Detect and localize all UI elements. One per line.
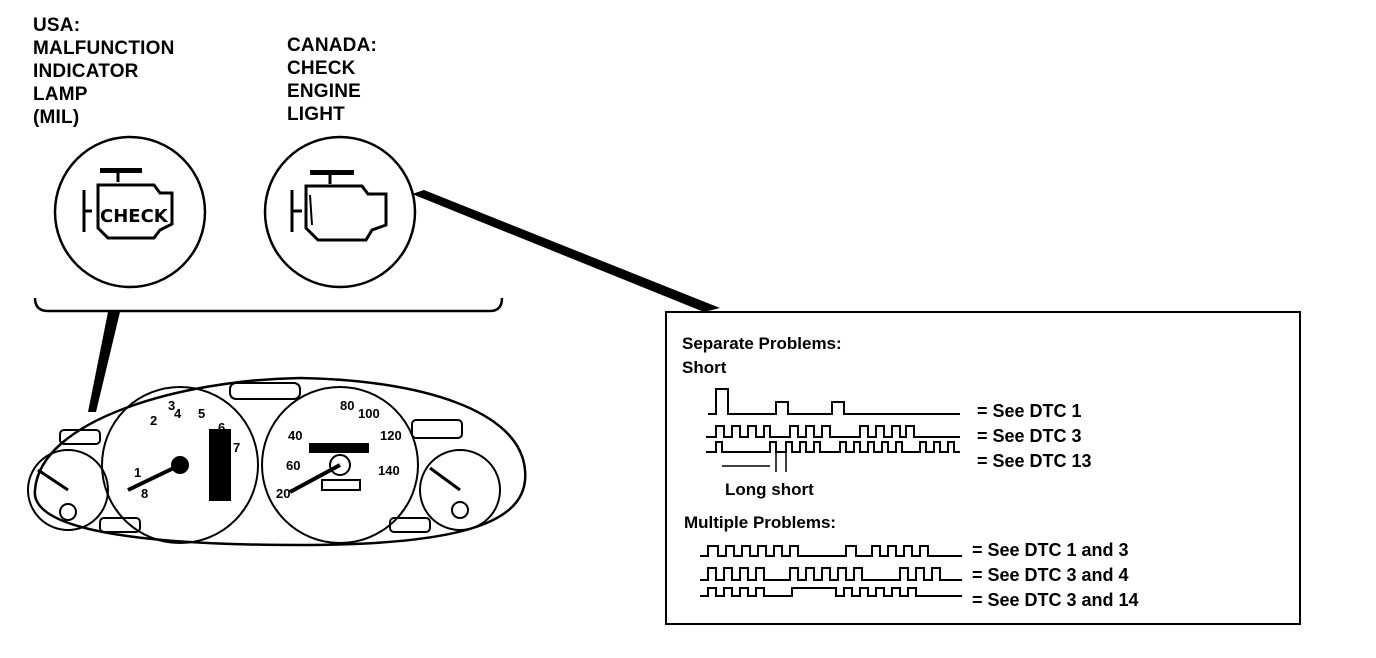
speed-tick: 80 xyxy=(340,398,354,413)
waveforms-multiple xyxy=(700,545,962,597)
usa-label-line: LAMP xyxy=(33,84,88,105)
dtc-label: = See DTC 1 and 3 xyxy=(972,540,1129,560)
dtc-label: = See DTC 3 and 4 xyxy=(972,565,1129,585)
multiple-heading: Multiple Problems: xyxy=(684,513,837,532)
waveform-dtc-3-and-4 xyxy=(700,567,962,581)
speed-tick: 40 xyxy=(288,428,302,443)
waveform-dtc-1-and-3 xyxy=(700,545,962,557)
check-text: CHECK xyxy=(100,206,169,227)
speed-tick: 60 xyxy=(286,458,300,473)
waveform-dtc-3-and-14 xyxy=(700,587,962,597)
tach-tick: 4 xyxy=(174,406,182,421)
speed-tick: 20 xyxy=(276,486,290,501)
waveform-dtc-3 xyxy=(706,425,960,438)
tach-tick: 7 xyxy=(233,440,240,455)
dtc-label: = See DTC 3 and 14 xyxy=(972,590,1139,610)
usa-label-line: USA: xyxy=(33,15,81,36)
cluster-ticks: 1 2 3 4 5 6 7 8 20 40 60 80 100 120 140 xyxy=(134,398,402,501)
lamp-pointer xyxy=(88,312,120,412)
fuel-gauge xyxy=(27,449,109,531)
canada-label: CANADA: CHECK ENGINE LIGHT xyxy=(287,34,377,126)
canada-lamp-circle xyxy=(263,135,417,289)
short-label: Short xyxy=(682,358,727,377)
speed-tick: 140 xyxy=(378,463,400,478)
canada-label-line: CANADA: xyxy=(287,35,378,56)
long-short-marker xyxy=(722,450,787,472)
usa-label-line: INDICATOR xyxy=(33,61,139,82)
box-pointer xyxy=(412,190,720,312)
blink-code-box xyxy=(665,311,1301,625)
separate-heading: Separate Problems: xyxy=(682,334,842,353)
lamp-bracket xyxy=(33,297,504,313)
canada-label-line: CHECK xyxy=(287,58,356,79)
speedometer xyxy=(261,386,419,544)
usa-label-line: (MIL) xyxy=(33,107,80,128)
waveform-dtc-13 xyxy=(706,441,960,453)
tach-tick: 8 xyxy=(141,486,148,501)
tachometer xyxy=(101,386,259,544)
waveforms-separate xyxy=(706,388,960,472)
canada-label-line: LIGHT xyxy=(287,104,345,125)
usa-lamp-circle xyxy=(53,135,207,289)
speed-tick: 120 xyxy=(380,428,402,443)
dtc-label: = See DTC 13 xyxy=(977,451,1092,471)
tach-tick: 2 xyxy=(150,413,157,428)
long-short-label: Long short xyxy=(725,480,814,499)
usa-label: USA: MALFUNCTION INDICATOR LAMP (MIL) xyxy=(33,14,175,129)
dtc-label: = See DTC 1 xyxy=(977,401,1082,421)
tach-tick: 6 xyxy=(218,420,225,435)
tach-tick: 5 xyxy=(198,406,205,421)
tach-tick: 1 xyxy=(134,465,141,480)
instrument-cluster xyxy=(27,376,527,547)
usa-label-line: MALFUNCTION xyxy=(33,38,175,59)
speed-tick: 100 xyxy=(358,406,380,421)
canada-label-line: ENGINE xyxy=(287,81,362,102)
tach-tick: 3 xyxy=(168,398,175,413)
temp-gauge xyxy=(419,449,501,531)
engine-icon xyxy=(290,170,388,242)
dtc-label: = See DTC 3 xyxy=(977,426,1082,446)
check-engine-icon: CHECK xyxy=(82,168,174,240)
waveform-dtc-1 xyxy=(708,388,960,415)
